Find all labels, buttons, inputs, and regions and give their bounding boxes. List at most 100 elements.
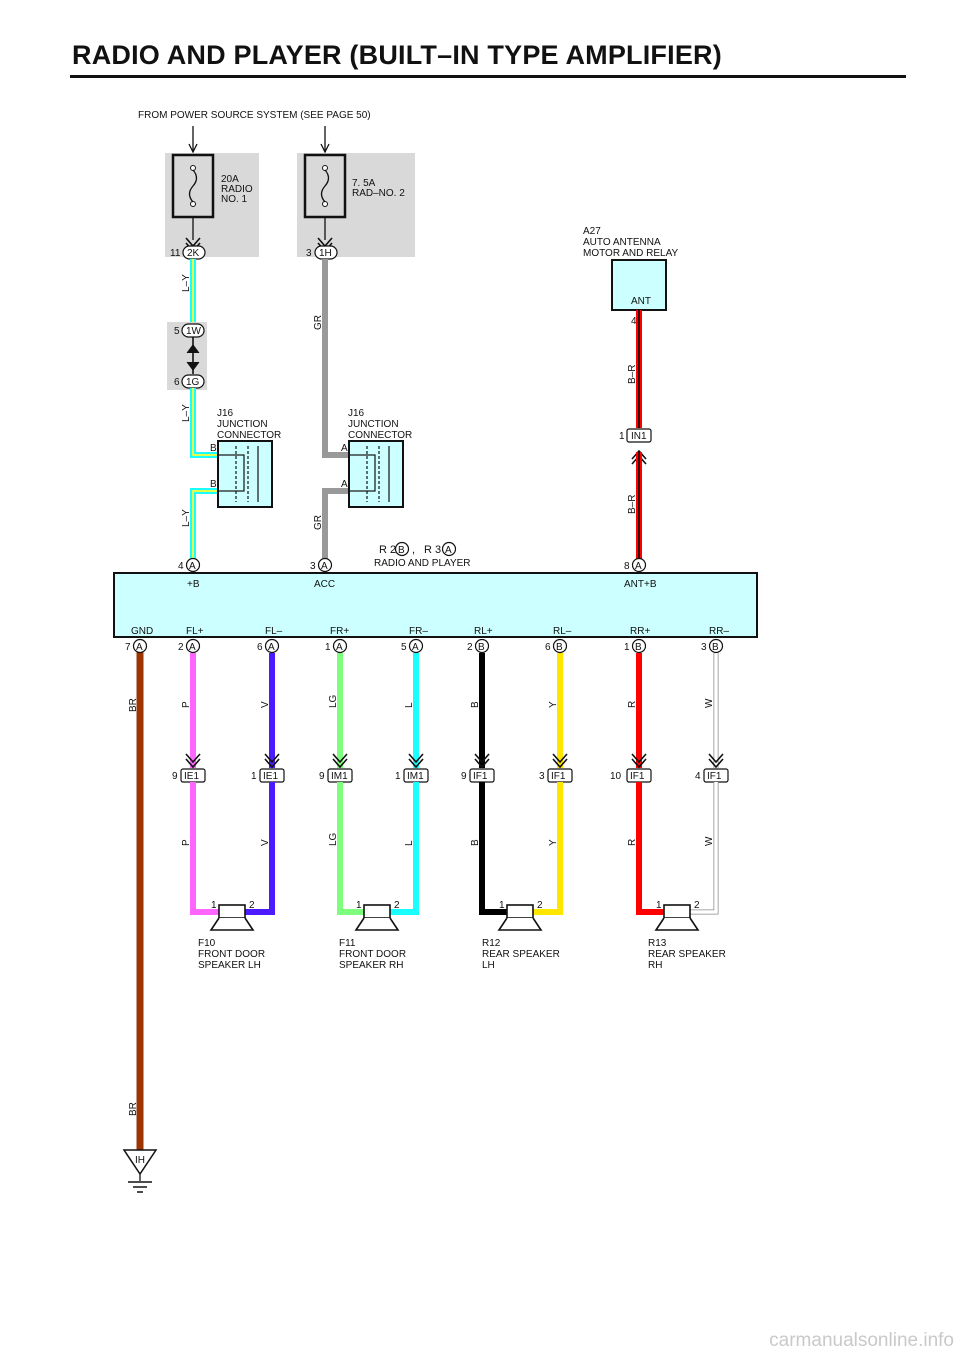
- fuse1-pin: 11: [170, 248, 181, 259]
- speaker-conn-pin-5: 3: [539, 771, 545, 782]
- term-rl-minus: RL–: [553, 626, 572, 637]
- fuse2-conn: 1H: [319, 248, 332, 259]
- bottom-pin-num-0: 7: [125, 642, 131, 653]
- radio-id-sep: ,: [412, 544, 415, 556]
- fuse-rad-no2: 7. 5A RAD–NO. 2 3 1H: [297, 153, 415, 260]
- radio-id-r: R 2: [379, 544, 396, 556]
- bottom-pin-num-6: 6: [545, 642, 551, 653]
- wire-label-lower-3: L: [404, 840, 415, 846]
- bottom-pin-conn-1: A: [189, 642, 196, 653]
- wire-label-upper-0: P: [181, 701, 192, 708]
- speaker-conn-6: IF1: [630, 771, 645, 782]
- speaker-conn-1: IE1: [263, 771, 278, 782]
- speaker-2-line3: LH: [482, 960, 495, 971]
- bottom-pin-num-8: 3: [701, 642, 707, 653]
- bottom-pin-conn-5: B: [478, 642, 485, 653]
- wire-label-lower-6: R: [627, 839, 638, 846]
- term-acc: ACC: [314, 579, 335, 590]
- top-pin-acc-num: 3: [310, 561, 316, 572]
- source-label: FROM POWER SOURCE SYSTEM (SEE PAGE 50): [138, 110, 371, 121]
- top-pin-b-num: 4: [178, 561, 184, 572]
- radio-id-r2: R 3: [424, 544, 441, 556]
- ant-conn-pin: 1: [619, 431, 625, 442]
- bottom-pin-num-4: 5: [401, 642, 407, 653]
- bottom-pin-conn-4: A: [412, 642, 419, 653]
- inline-bottom-conn: 1G: [186, 377, 200, 388]
- top-pin-acc-conn: A: [321, 561, 328, 572]
- term-fl-plus: FL+: [186, 626, 204, 637]
- wire-label-upper-3: L: [404, 702, 415, 708]
- speaker-2-line1: R12: [482, 938, 501, 949]
- wire-label-upper-1: V: [260, 701, 271, 708]
- term-fr-plus: FR+: [330, 626, 349, 637]
- speaker-1-pin2: 2: [394, 900, 400, 911]
- term-rl-plus: RL+: [474, 626, 493, 637]
- radio-id-r-letter: B: [398, 545, 405, 556]
- bottom-pin-conn-7: B: [635, 642, 642, 653]
- speaker-conn-0: IE1: [184, 771, 199, 782]
- bottom-pin-conn-8: B: [712, 642, 719, 653]
- top-pin-ant-num: 8: [624, 561, 630, 572]
- fuse2-pin: 3: [306, 248, 312, 259]
- fuse1-name: RADIO: [221, 184, 253, 195]
- bottom-pin-num-3: 1: [325, 642, 331, 653]
- fuse1-rating: 20A: [221, 174, 239, 185]
- speaker-conn-4: IF1: [473, 771, 488, 782]
- speaker-1-line1: F11: [339, 938, 356, 949]
- speaker-conn-5: IF1: [551, 771, 566, 782]
- jc2-line1: J16: [348, 408, 365, 419]
- inline-top-pin: 5: [174, 326, 180, 337]
- wire-br-ant-1: B–R: [627, 365, 638, 384]
- ground-label: IH: [135, 1155, 145, 1166]
- wire-ly-label-3: L–Y: [181, 509, 192, 527]
- bottom-pin-conn-3: A: [336, 642, 343, 653]
- wire-ly-label-1: L–Y: [181, 274, 192, 292]
- ant-line3: MOTOR AND RELAY: [583, 248, 679, 259]
- speaker-2-line2: REAR SPEAKER: [482, 949, 560, 960]
- wire-ly: 5 1W 6 1G L–Y L–Y L–Y: [167, 259, 218, 565]
- bottom-pin-conn-0: A: [136, 642, 143, 653]
- junction-connector-1: J16 JUNCTION CONNECTOR B B: [210, 408, 281, 508]
- fuse2-name: RAD–NO. 2: [352, 188, 405, 199]
- jc2-pin-bottom: A: [341, 479, 348, 490]
- term-rr-minus: RR–: [709, 626, 729, 637]
- radio-name: RADIO AND PLAYER: [374, 558, 471, 569]
- bottom-pin-num-7: 1: [624, 642, 630, 653]
- jc1-pin-bottom: B: [210, 479, 217, 490]
- radio-id-r2-letter: A: [445, 545, 452, 556]
- speaker-3-pin1: 1: [656, 900, 662, 911]
- ant-line1: A27: [583, 226, 601, 237]
- speaker-3-line3: RH: [648, 960, 662, 971]
- speaker-conn-pin-3: 1: [395, 771, 401, 782]
- speaker-2-pin1: 1: [499, 900, 505, 911]
- bottom-pin-num-5: 2: [467, 642, 473, 653]
- speaker-3-pin2: 2: [694, 900, 700, 911]
- jc1-line3: CONNECTOR: [217, 430, 281, 441]
- speaker-conn-pin-0: 9: [172, 771, 178, 782]
- term-b: +B: [187, 579, 200, 590]
- ground-wire: BR BR IH: [122, 652, 158, 1193]
- speaker-0-line3: SPEAKER LH: [198, 960, 261, 971]
- speaker-conn-pin-6: 10: [610, 771, 622, 782]
- inline-bottom-pin: 6: [174, 377, 180, 388]
- fuse2-rating: 7. 5A: [352, 178, 376, 189]
- speaker-0-pin2: 2: [249, 900, 255, 911]
- term-fl-minus: FL–: [265, 626, 283, 637]
- speaker-conn-pin-7: 4: [695, 771, 701, 782]
- watermark: carmanualsonline.info: [769, 1330, 954, 1351]
